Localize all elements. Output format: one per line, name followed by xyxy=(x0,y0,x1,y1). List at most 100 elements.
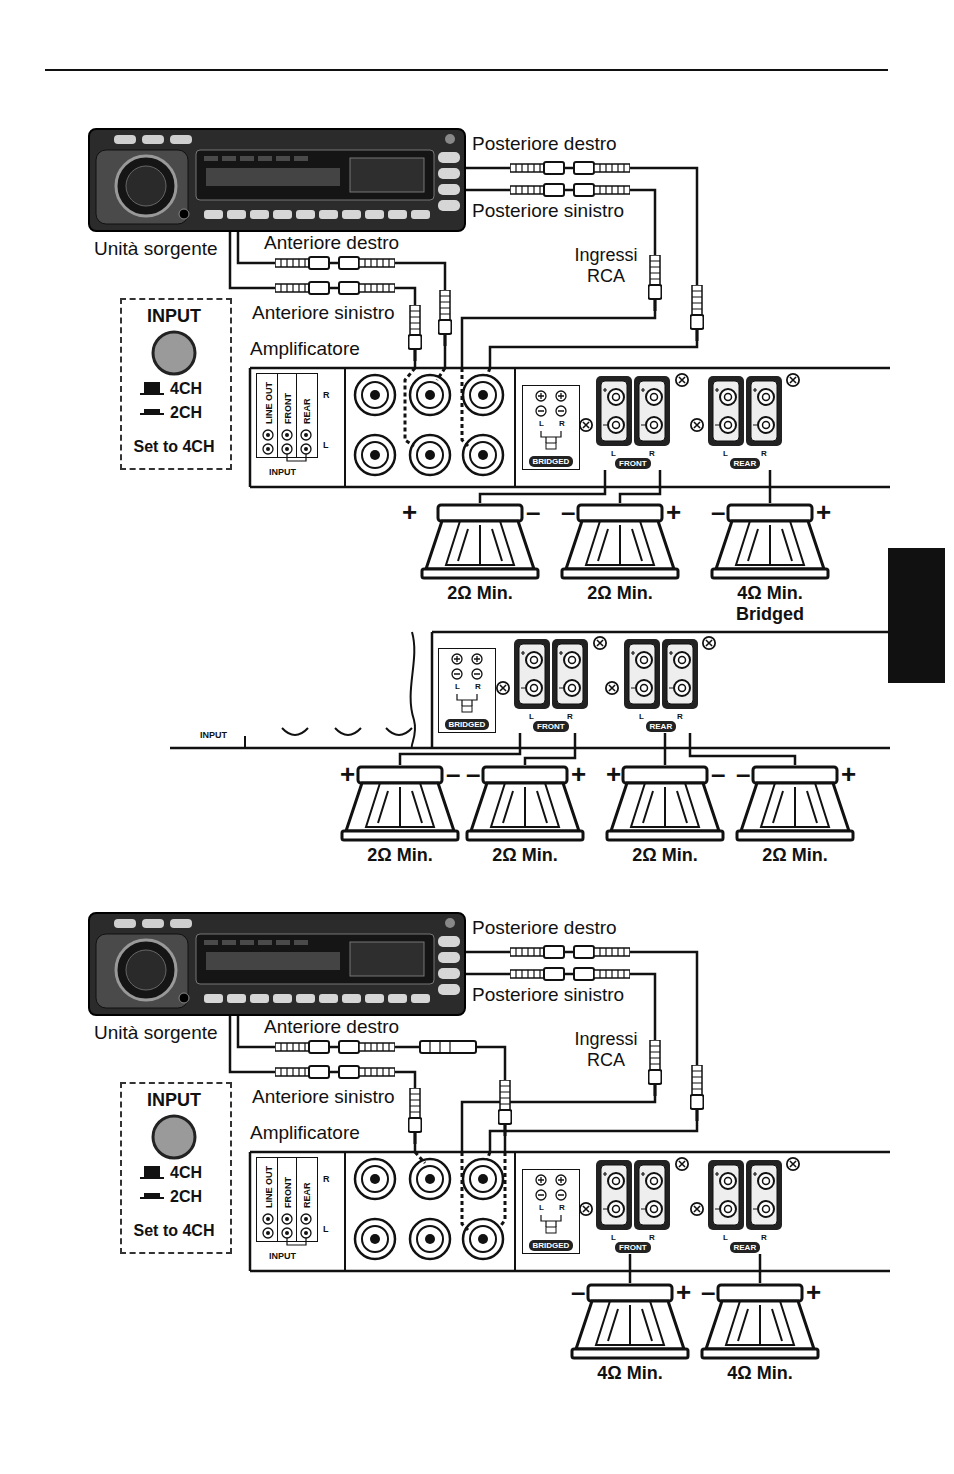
speaker-outline xyxy=(735,765,855,843)
input-switch-text: INPUT xyxy=(122,1090,226,1111)
cable xyxy=(466,168,697,368)
speaker-outline xyxy=(340,765,460,843)
terminal-block-text: L xyxy=(723,449,728,458)
cable-label: Anteriore sinistro xyxy=(250,1086,397,1108)
cable xyxy=(238,1016,505,1152)
speaker-text: 2Ω Min. xyxy=(745,845,845,866)
terminal-block-text: R xyxy=(649,1233,655,1242)
polarity-sign: – xyxy=(711,759,725,789)
terminal-block-text: L xyxy=(611,449,616,458)
speaker: 2Ω Min. xyxy=(560,503,680,603)
polarity-sign: – xyxy=(466,759,480,789)
bridge-panel: LRBRIDGED xyxy=(522,1169,580,1254)
input-section-text: LINE OUT xyxy=(264,382,274,424)
cable-label: Posteriore destro xyxy=(470,133,619,155)
speaker-outline xyxy=(700,1283,820,1361)
cable xyxy=(462,974,655,1152)
polarity-sign: – xyxy=(736,759,750,789)
bridge-panel-text: R xyxy=(475,682,481,691)
terminal-block: LRREAR xyxy=(706,1159,784,1254)
input-section-text: INPUT xyxy=(269,467,296,477)
cable xyxy=(462,190,655,368)
cable-label: Anteriore destro xyxy=(262,1016,401,1038)
terminal-block-text: R xyxy=(677,712,683,721)
bridge-panel-text: BRIDGED xyxy=(529,1240,574,1251)
speaker-outline xyxy=(560,503,680,581)
input-switch-text: 2CH xyxy=(170,404,202,422)
terminal-block: LRFRONT xyxy=(594,375,672,470)
speaker-text: 2Ω Min. xyxy=(350,845,450,866)
input-switch-text: 2CH xyxy=(170,1188,202,1206)
polarity-sign: + xyxy=(806,1277,821,1307)
speaker-text: 2Ω Min. xyxy=(430,583,530,604)
input-section-text: INPUT xyxy=(269,1251,296,1261)
cable-label: Posteriore sinistro xyxy=(470,984,626,1006)
polarity-sign: + xyxy=(841,759,856,789)
source-unit: Unità sorgente xyxy=(88,912,466,1016)
input-switch-text: INPUT xyxy=(122,306,226,327)
speaker: 2Ω Min. xyxy=(465,765,585,865)
terminal-block-text: R xyxy=(649,449,655,458)
input-section: LINE OUTFRONTREARRLINPUT xyxy=(256,373,318,458)
amplifier-text: Amplificatore xyxy=(250,1122,360,1144)
terminal-block-text: R xyxy=(761,1233,767,1242)
cable xyxy=(230,1016,415,1152)
speaker-text: 4Ω Min. Bridged xyxy=(720,583,820,624)
polarity-sign: + xyxy=(402,497,417,527)
polarity-sign: – xyxy=(526,497,540,527)
cable-label: Posteriore sinistro xyxy=(470,200,626,222)
polarity-sign: + xyxy=(571,759,586,789)
speaker: 2Ω Min. xyxy=(340,765,460,865)
speaker-text: 4Ω Min. xyxy=(580,1363,680,1384)
bridge-panel-text: BRIDGED xyxy=(445,719,490,730)
terminal-block-text: L xyxy=(529,712,534,721)
input-section-text: FRONT xyxy=(283,393,293,424)
bridge-panel: LRBRIDGED xyxy=(438,648,496,733)
speaker: 2Ω Min. xyxy=(605,765,725,865)
polarity-sign: – xyxy=(711,497,725,527)
input-switch-text: 4CH xyxy=(170,1164,202,1182)
terminal-block-text: R xyxy=(761,449,767,458)
terminal-block-text: REAR xyxy=(730,1242,761,1253)
input-section-text: FRONT xyxy=(283,1177,293,1208)
input-section-text: L xyxy=(323,440,329,450)
terminal-block-text: L xyxy=(639,712,644,721)
speaker-outline xyxy=(570,1283,690,1361)
amplifier: AmplificatoreLINE OUTFRONTREARRLINPUTLRB… xyxy=(250,1152,890,1271)
terminal-block: LRFRONT xyxy=(594,1159,672,1254)
speaker-text: 2Ω Min. xyxy=(570,583,670,604)
speaker-outline xyxy=(710,503,830,581)
cable-label: Anteriore sinistro xyxy=(250,302,397,324)
input-section-text: R xyxy=(323,1174,330,1184)
cable xyxy=(759,1254,762,1283)
input-section-text: L xyxy=(323,1224,329,1234)
input-section-text: R xyxy=(323,390,330,400)
cable xyxy=(230,232,415,368)
input-label: Ingressi RCA xyxy=(568,1029,644,1070)
source-unit-text: Unità sorgente xyxy=(94,238,218,260)
terminal-block: L RREAR xyxy=(706,375,784,470)
speaker: 4Ω Min. xyxy=(570,1283,690,1383)
polarity-sign: + xyxy=(676,1277,691,1307)
speaker-text: 2Ω Min. xyxy=(475,845,575,866)
amplifier: AmplificatoreLINE OUTFRONTREARRLINPUTLRB… xyxy=(250,368,890,487)
input-switch: INPUT4CH2CHSet to 4CH xyxy=(120,298,232,470)
speaker-outline xyxy=(605,765,725,843)
speaker: 4Ω Min. Bridged xyxy=(710,503,830,628)
bridge-panel-text: L xyxy=(539,1203,544,1212)
polarity-sign: + xyxy=(606,759,621,789)
input-section-text: REAR xyxy=(302,398,312,424)
terminal-block-text: REAR xyxy=(730,458,761,469)
input-label: Ingressi RCA xyxy=(568,245,644,286)
bridge-panel-text: R xyxy=(559,419,565,428)
terminal-block-text: R xyxy=(567,712,573,721)
source-unit: Unità sorgente xyxy=(88,128,466,232)
terminal-block: LRREAR xyxy=(622,638,700,733)
cable xyxy=(629,1254,632,1283)
speaker-text: 2Ω Min. xyxy=(615,845,715,866)
polarity-sign: – xyxy=(701,1277,715,1307)
cable xyxy=(466,952,697,1152)
speaker-outline xyxy=(420,503,540,581)
input-switch-text: Set to 4CH xyxy=(122,1222,226,1240)
